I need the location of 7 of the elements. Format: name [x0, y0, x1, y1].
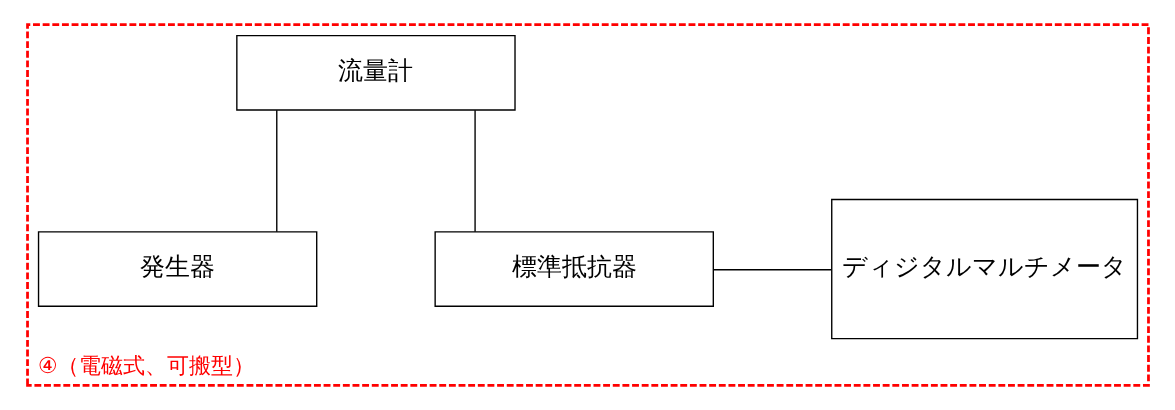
node-box: 標準抵抗器	[433, 231, 714, 307]
connector	[275, 109, 277, 233]
node-box: ディジタルマルチメータ	[830, 198, 1138, 340]
node-box: 流量計	[235, 34, 516, 111]
connector	[712, 269, 832, 271]
connector	[473, 109, 476, 233]
node-box: 発生器	[37, 231, 317, 307]
